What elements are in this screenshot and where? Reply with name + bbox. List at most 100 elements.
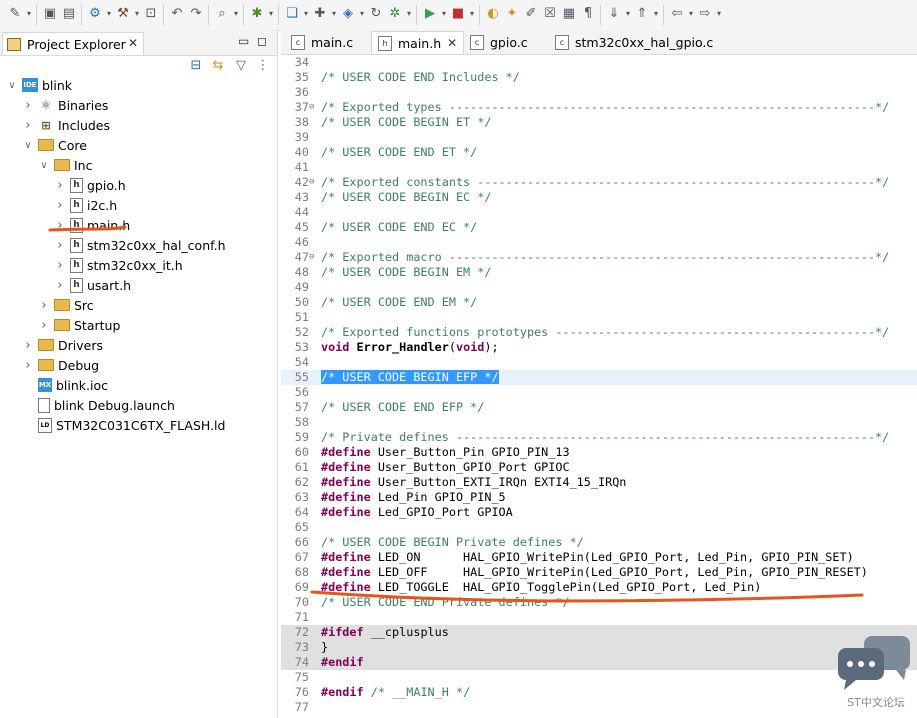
chevron-down-icon[interactable]: ∨ <box>8 79 16 91</box>
chevron-right-icon[interactable]: › <box>25 357 31 373</box>
code-line[interactable]: 68#define LED_OFF HAL_GPIO_WritePin(Led_… <box>281 565 917 580</box>
new-c-project-icon[interactable]: ❏ <box>286 6 298 21</box>
code-line[interactable]: 72#ifdef __cplusplus <box>281 625 917 640</box>
close-icon[interactable]: ✕ <box>447 36 458 50</box>
code-line[interactable]: 64#define Led_GPIO_Port GPIOA <box>281 505 917 520</box>
fold-toggle-icon[interactable]: ⊖ <box>309 177 315 187</box>
run-dropdown-icon[interactable]: ▾ <box>441 9 446 18</box>
code-line[interactable]: 77 <box>281 700 917 715</box>
code-line[interactable]: 74#endif <box>281 655 917 670</box>
code-line[interactable]: 67#define LED_ON HAL_GPIO_WritePin(Led_G… <box>281 550 917 565</box>
refresh-icon[interactable]: ↻ <box>370 6 382 21</box>
code-line[interactable]: 56 <box>281 385 917 400</box>
view-menu-icon[interactable]: ⋮ <box>256 58 270 73</box>
code-line[interactable]: 63#define Led_Pin GPIO_PIN_5 <box>281 490 917 505</box>
debug-bug-icon[interactable]: ✱ <box>251 6 263 21</box>
stop-debug-dropdown-icon[interactable]: ▾ <box>469 9 474 18</box>
undo-icon[interactable]: ↶ <box>171 6 183 21</box>
new-folder-icon[interactable]: ✚ <box>314 6 326 21</box>
back-dropdown-icon[interactable]: ▾ <box>688 9 693 18</box>
chevron-right-icon[interactable]: › <box>25 97 31 113</box>
code-line[interactable]: 59/* Private defines -------------------… <box>281 430 917 445</box>
code-line[interactable]: 69#define LED_TOGGLE HAL_GPIO_TogglePin(… <box>281 580 917 595</box>
settings-gear-icon[interactable]: ✲ <box>389 6 401 21</box>
code-line[interactable]: 41 <box>281 160 917 175</box>
tree-item-debug[interactable]: ›Debug <box>22 355 99 375</box>
save-all-icon[interactable]: ▤ <box>62 6 76 21</box>
search-icon[interactable]: ⌕ <box>218 6 226 21</box>
tree-item-drivers[interactable]: ›Drivers <box>22 335 103 355</box>
code-line[interactable]: 60#define User_Button_Pin GPIO_PIN_13 <box>281 445 917 460</box>
chevron-right-icon[interactable]: › <box>57 197 63 213</box>
code-line[interactable]: 39 <box>281 130 917 145</box>
block-select-icon[interactable]: ▦ <box>562 6 576 21</box>
code-line[interactable]: 71 <box>281 610 917 625</box>
run-icon[interactable]: ▶ <box>425 6 435 21</box>
tree-item-startup[interactable]: ›Startup <box>38 315 120 335</box>
back-icon[interactable]: ⇦ <box>671 6 683 21</box>
code-line[interactable]: 43/* USER CODE BEGIN EC */ <box>281 190 917 205</box>
new-class-icon[interactable]: ◈ <box>343 6 353 21</box>
code-line[interactable]: 54 <box>281 355 917 370</box>
new-c-project-dropdown-icon[interactable]: ▾ <box>303 9 308 18</box>
redo-icon[interactable]: ↷ <box>190 6 202 21</box>
chevron-right-icon[interactable]: › <box>25 337 31 353</box>
code-line[interactable]: 48/* USER CODE BEGIN EM */ <box>281 265 917 280</box>
prev-annotation-dropdown-icon[interactable]: ▾ <box>653 9 658 18</box>
chevron-right-icon[interactable]: › <box>41 297 47 313</box>
code-line[interactable]: 51 <box>281 310 917 325</box>
toggle-mark-icon[interactable]: ☒ <box>544 6 556 21</box>
fold-toggle-icon[interactable]: ⊖ <box>309 252 315 262</box>
new-folder-dropdown-icon[interactable]: ▾ <box>331 9 336 18</box>
minimize-icon[interactable]: ▭ <box>238 34 250 48</box>
prev-annotation-icon[interactable]: ⇑ <box>636 6 648 21</box>
code-line[interactable]: 42⊖/* Exported constants ---------------… <box>281 175 917 190</box>
search-dropdown-icon[interactable]: ▾ <box>233 9 238 18</box>
chevron-right-icon[interactable]: › <box>57 177 63 193</box>
code-line[interactable]: 46 <box>281 235 917 250</box>
code-line[interactable]: 75 <box>281 670 917 685</box>
tree-item-blink-debug-launch[interactable]: blink Debug.launch <box>22 395 175 415</box>
tab-project-explorer[interactable]: Project Explorer ✕ <box>2 32 144 55</box>
wand-icon[interactable]: ✦ <box>506 6 518 21</box>
forward-dropdown-icon[interactable]: ▾ <box>716 9 721 18</box>
chevron-down-icon[interactable]: ∨ <box>24 139 32 151</box>
code-line[interactable]: 61#define User_Button_GPIO_Port GPIOC <box>281 460 917 475</box>
tree-item-includes[interactable]: ›⊞Includes <box>22 115 110 135</box>
code-line[interactable]: 76#endif /* __MAIN_H */ <box>281 685 917 700</box>
open-type-icon[interactable]: ◐ <box>487 6 499 21</box>
binary-icon[interactable]: ⊡ <box>145 6 157 21</box>
code-line[interactable]: 55/* USER CODE BEGIN EFP */ <box>281 370 917 385</box>
settings-gear-dropdown-icon[interactable]: ▾ <box>406 9 411 18</box>
code-line[interactable]: 57/* USER CODE END EFP */ <box>281 400 917 415</box>
maximize-icon[interactable]: ◻ <box>257 34 267 48</box>
chevron-right-icon[interactable]: › <box>57 237 63 253</box>
code-line[interactable]: 37⊖/* Exported types -------------------… <box>281 100 917 115</box>
link-with-editor-icon[interactable]: ⇆ <box>212 58 224 73</box>
code-line[interactable]: 73} <box>281 640 917 655</box>
pilcrow-icon[interactable]: ¶ <box>583 6 593 21</box>
code-line[interactable]: 70/* USER CODE END Private defines */ <box>281 595 917 610</box>
chevron-right-icon[interactable]: › <box>25 117 31 133</box>
device-config-icon[interactable]: ⚙ <box>89 6 101 21</box>
code-line[interactable]: 45/* USER CODE END EC */ <box>281 220 917 235</box>
stop-debug-icon[interactable]: ■ <box>451 6 465 21</box>
code-line[interactable]: 50/* USER CODE END EM */ <box>281 295 917 310</box>
code-line[interactable]: 65 <box>281 520 917 535</box>
code-line[interactable]: 40/* USER CODE END ET */ <box>281 145 917 160</box>
chevron-right-icon[interactable]: › <box>41 317 47 333</box>
next-annotation-dropdown-icon[interactable]: ▾ <box>625 9 630 18</box>
code-line[interactable]: 49 <box>281 280 917 295</box>
build-hammer-icon[interactable]: ⚒ <box>117 6 129 21</box>
code-line[interactable]: 38/* USER CODE BEGIN ET */ <box>281 115 917 130</box>
code-line[interactable]: 58 <box>281 415 917 430</box>
